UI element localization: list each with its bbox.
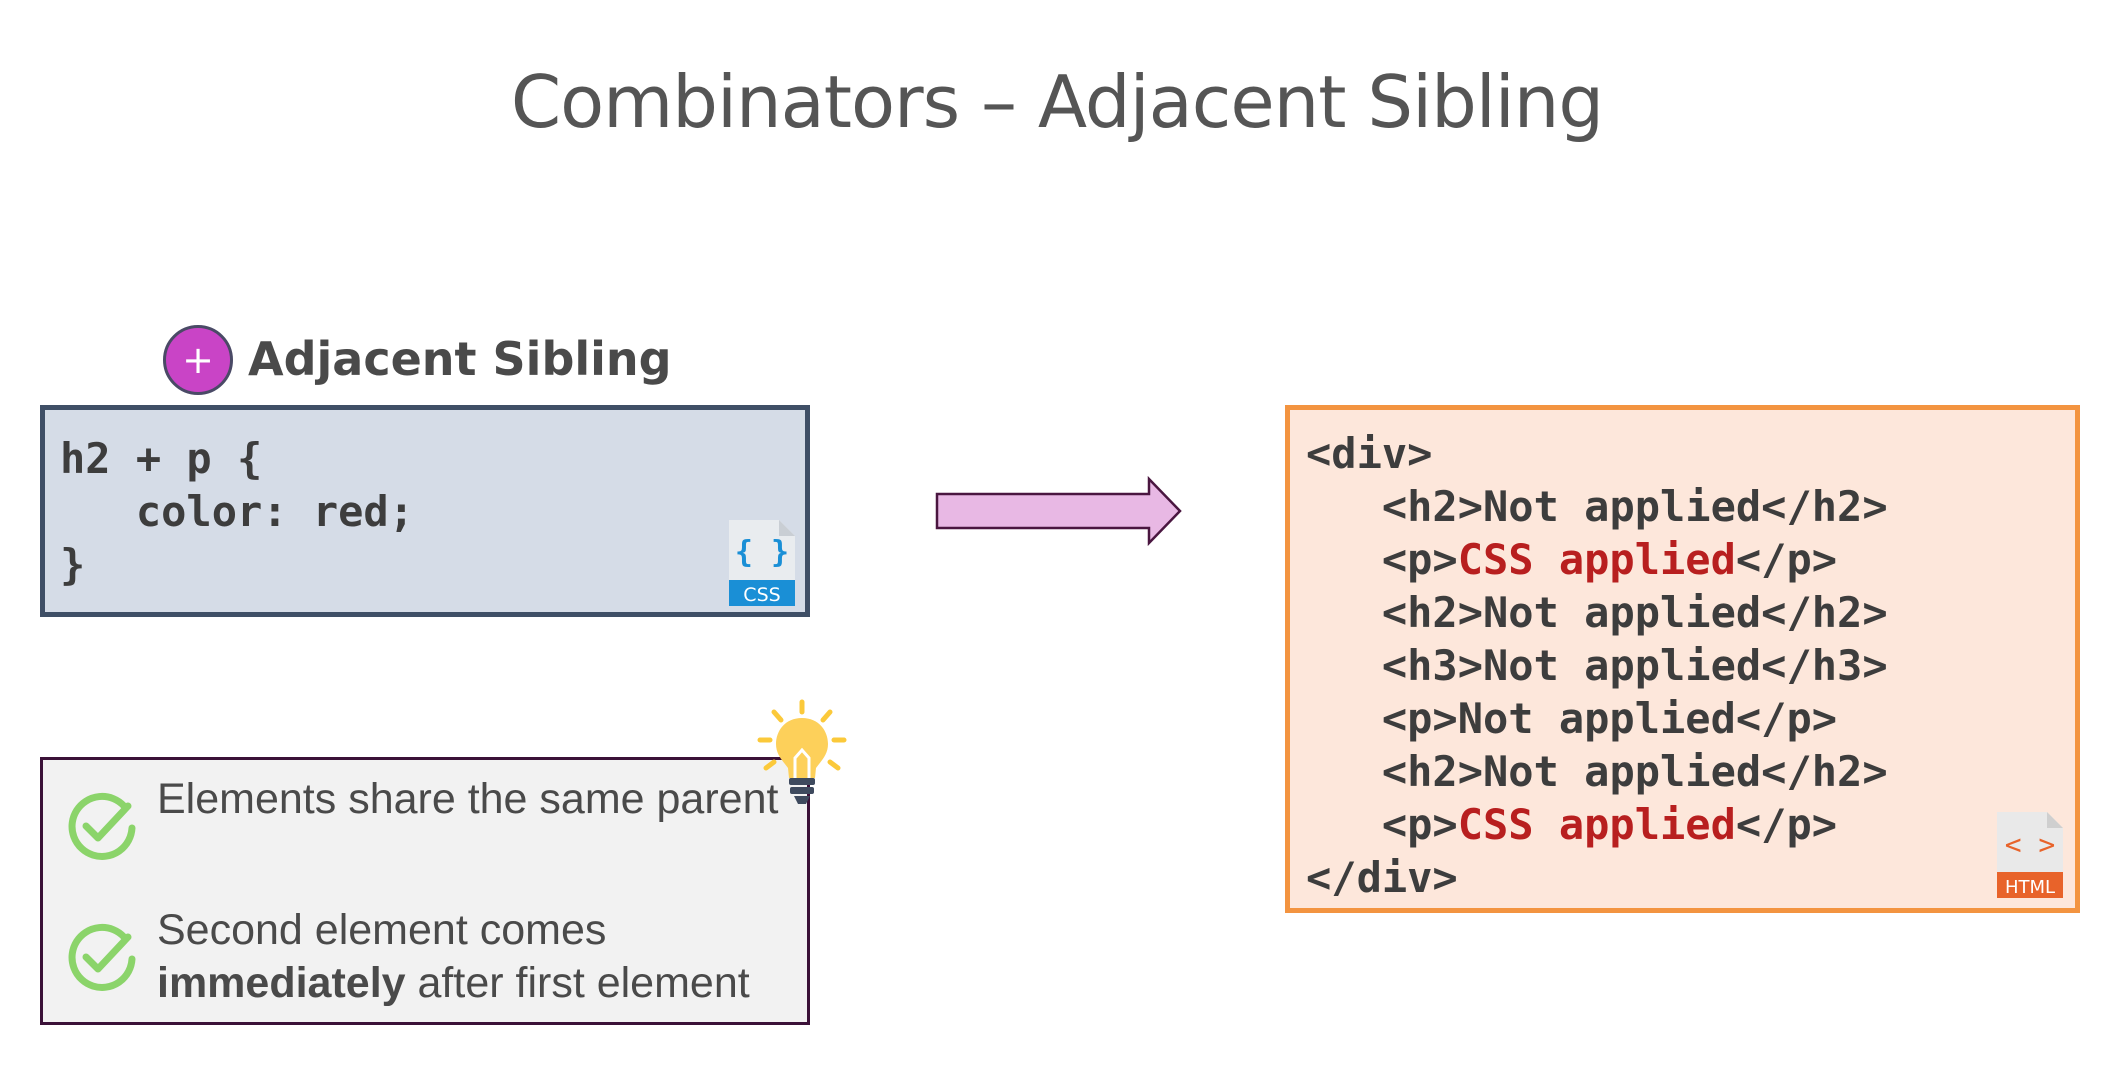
line-content: Not applied: [1483, 747, 1762, 796]
html-icon-brackets: < >: [2005, 828, 2056, 861]
html-line: <h2>Not applied</h2>: [1306, 588, 1888, 637]
slide-title: Combinators – Adjacent Sibling: [510, 60, 1604, 144]
css-file-icon: { } CSS: [729, 520, 795, 606]
html-icon-label: HTML: [2005, 877, 2055, 898]
tip-text-before: Second element comes: [157, 906, 607, 954]
line-content: CSS applied: [1457, 800, 1736, 849]
html-line: <h3>Not applied</h3>: [1306, 641, 1888, 690]
css-line: h2 + p {: [60, 434, 263, 483]
css-icon-label: CSS: [743, 584, 780, 606]
tip-text-after: after first element: [405, 959, 750, 1007]
css-icon-braces: { }: [735, 535, 789, 570]
html-file-icon: < > HTML: [1997, 812, 2063, 898]
plus-badge-icon: +: [163, 325, 233, 395]
check-circle-icon: [68, 924, 136, 991]
css-code: h2 + p { color: red; }: [60, 432, 414, 591]
html-line: <p>CSS applied</p>: [1306, 535, 1838, 584]
html-line: <p>CSS applied</p>: [1306, 800, 1838, 849]
line-content: Not applied: [1483, 641, 1762, 690]
tip-text-immediately: Second element comes immediately after f…: [157, 904, 797, 1010]
line-content: Not applied: [1457, 694, 1736, 743]
html-close-tag: </div>: [1306, 853, 1458, 902]
css-code-panel: h2 + p { color: red; }: [40, 405, 810, 617]
html-code-panel: <div> <h2>Not applied</h2> <p>CSS applie…: [1285, 405, 2080, 913]
html-line: <p>Not applied</p>: [1306, 694, 1838, 743]
tips-panel: [40, 757, 810, 1025]
html-open-tag: <div>: [1306, 429, 1433, 478]
tip-text-bold: immediately: [157, 959, 406, 1007]
css-line: }: [60, 540, 86, 589]
html-line: <h2>Not applied</h2>: [1306, 747, 1888, 796]
right-arrow-icon: [935, 476, 1182, 546]
html-code: <div> <h2>Not applied</h2> <p>CSS applie…: [1306, 427, 1888, 904]
line-content: Not applied: [1483, 482, 1762, 531]
line-content: CSS applied: [1457, 535, 1736, 584]
css-line: color: red;: [60, 487, 415, 536]
tip-text-parent: Elements share the same parent: [157, 775, 779, 823]
html-line: <h2>Not applied</h2>: [1306, 482, 1888, 531]
lightbulb-icon: [757, 699, 847, 804]
line-content: Not applied: [1483, 588, 1762, 637]
badge-label: Adjacent Sibling: [248, 332, 672, 386]
check-circle-icon: [68, 793, 136, 860]
